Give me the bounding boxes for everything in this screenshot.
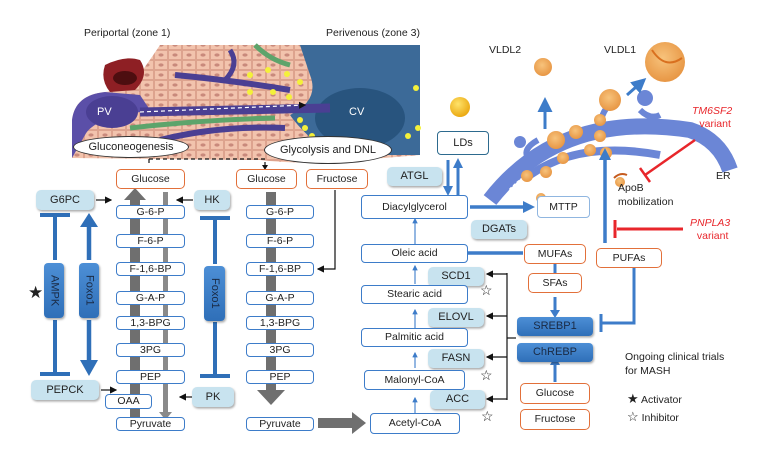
- enzyme-pk: PK: [192, 387, 234, 407]
- tm6sf2-variant-label: TM6SF2 variant: [692, 105, 732, 131]
- inhibitor-star-icon: ☆: [481, 408, 494, 424]
- pnpla3-variant-label: PNPLA3 variant: [690, 217, 730, 243]
- mttp-box: MTTP: [537, 196, 590, 218]
- gng-oaa: OAA: [105, 394, 152, 409]
- dnl-fructose-box: Fructose: [520, 409, 590, 430]
- enzyme-g6pc: G6PC: [36, 190, 94, 210]
- tm6sf2-name: TM6SF2: [692, 105, 733, 117]
- gly-step: PEP: [246, 370, 314, 384]
- enzyme-scd1: SCD1: [428, 267, 484, 286]
- enzyme-pepck: PEPCK: [31, 380, 99, 400]
- perivenous-label: Perivenous (zone 3): [326, 27, 420, 39]
- lipid-droplets-box: LDs: [437, 131, 489, 155]
- lipid-droplet-icon: [450, 97, 470, 117]
- enzyme-atgl: ATGL: [387, 167, 442, 186]
- gly-step: F-1,6-BP: [246, 262, 314, 276]
- activator-star-icon: ★: [28, 283, 44, 302]
- regulator-foxo1-left: Foxo1: [79, 263, 99, 318]
- enzyme-hk: HK: [194, 190, 230, 210]
- vldl2-particle: [534, 58, 552, 76]
- enzyme-acc: ACC: [430, 390, 485, 409]
- gly-glucose: Glucose: [236, 169, 297, 189]
- diacylglycerol-box: Diacylglycerol: [361, 195, 468, 219]
- gng-step: F-6-P: [116, 234, 185, 248]
- apob-line2: mobilization: [618, 195, 674, 208]
- mufas-box: MUFAs: [524, 244, 586, 264]
- gluconeogenesis-label: Gluconeogenesis: [73, 136, 189, 158]
- gly-step: G-6-P: [246, 205, 314, 219]
- gng-glucose: Glucose: [116, 169, 185, 189]
- periportal-label: Periportal (zone 1): [84, 27, 171, 39]
- legend-title-line2: for MASH: [625, 364, 671, 377]
- apob-mobilization-label: ApoB mobilization: [618, 182, 673, 209]
- gly-fructose: Fructose: [306, 169, 368, 189]
- acetyl-coa-box: Acetyl-CoA: [370, 413, 460, 434]
- glycolysis-dnl-label: Glycolysis and DNL: [264, 136, 392, 164]
- apob-line1: ApoB: [618, 182, 644, 194]
- legend-inhibitor: ☆ Inhibitor: [627, 409, 679, 425]
- palmitic-acid-box: Palmitic acid: [361, 328, 468, 347]
- legend-inhibitor-label: Inhibitor: [641, 412, 679, 424]
- gly-pyruvate: Pyruvate: [246, 417, 314, 431]
- pnpla3-suffix: variant: [696, 230, 729, 243]
- pv-label: PV: [97, 106, 112, 118]
- central-vein-shape: [315, 88, 405, 148]
- vldl1-label: VLDL1: [604, 44, 637, 56]
- vldl2-label: VLDL2: [489, 44, 522, 56]
- legend-activator-label: Activator: [641, 394, 682, 406]
- legend-title: Ongoing clinical trials for MASH: [625, 351, 724, 378]
- stearic-acid-box: Stearic acid: [361, 285, 468, 304]
- gng-step: G-6-P: [116, 205, 185, 219]
- gng-step: G-A-P: [116, 291, 185, 305]
- oleic-acid-box: Oleic acid: [361, 244, 468, 263]
- gly-step: 1,3-BPG: [246, 316, 314, 330]
- gly-step: G-A-P: [246, 291, 314, 305]
- enzyme-elovl: ELOVL: [428, 308, 484, 327]
- tm6sf2-suffix: variant: [699, 118, 731, 131]
- gng-step: 3PG: [116, 343, 185, 357]
- malonyl-coa-box: Malonyl-CoA: [364, 370, 465, 390]
- inhibitor-star-icon: ☆: [627, 409, 639, 424]
- regulator-srebp1: SREBP1: [517, 317, 593, 336]
- legend-title-line1: Ongoing clinical trials: [625, 351, 725, 363]
- enzyme-fasn: FASN: [428, 349, 484, 368]
- gly-step: F-6-P: [246, 234, 314, 248]
- gng-step: PEP: [116, 370, 185, 384]
- inhibitor-star-icon: ☆: [480, 282, 493, 298]
- portal-vein-shape: [86, 96, 138, 128]
- gng-step: F-1,6-BP: [116, 262, 185, 276]
- liver-lobule-illustration: [72, 43, 421, 163]
- gng-pyruvate: Pyruvate: [116, 417, 185, 431]
- enzyme-dgats: DGATs: [471, 220, 527, 239]
- sfas-box: SFAs: [528, 273, 582, 293]
- gng-step: 1,3-BPG: [116, 316, 185, 330]
- dnl-glucose-box: Glucose: [520, 383, 590, 404]
- cv-label: CV: [349, 106, 365, 118]
- regulator-foxo1-right: Foxo1: [204, 266, 225, 321]
- pnpla3-name: PNPLA3: [690, 217, 731, 229]
- gly-step: 3PG: [246, 343, 314, 357]
- inhibitor-star-icon: ☆: [480, 367, 493, 383]
- legend-activator: ★ Activator: [627, 391, 682, 407]
- regulator-chrebp: ChREBP: [517, 343, 593, 362]
- er-label: ER: [716, 170, 731, 182]
- pufas-box: PUFAs: [596, 248, 662, 268]
- activator-star-icon: ★: [627, 391, 639, 406]
- regulator-ampk: AMPK: [44, 263, 64, 318]
